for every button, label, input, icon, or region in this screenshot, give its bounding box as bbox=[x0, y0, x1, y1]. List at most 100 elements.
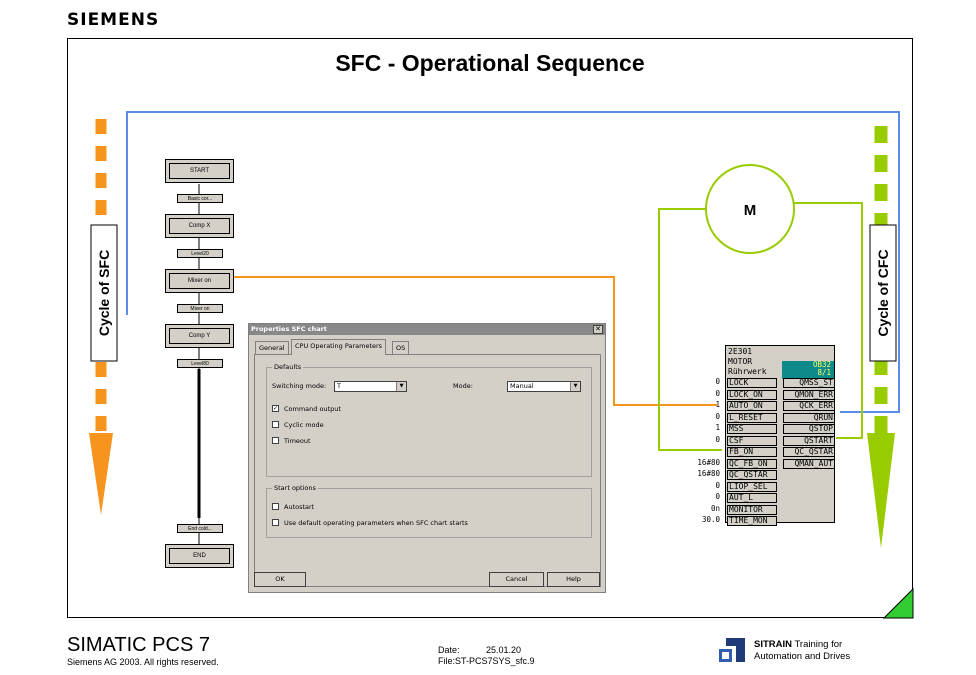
output-pin[interactable]: QMON_ERR bbox=[783, 389, 835, 400]
slide-frame bbox=[67, 38, 913, 618]
input-value: 1 bbox=[715, 423, 720, 432]
cfc-cycle-arrow-head bbox=[867, 433, 895, 548]
input-value: 0 bbox=[715, 480, 720, 490]
output-pin[interactable]: QMSS_ST bbox=[783, 378, 835, 388]
input-pin[interactable]: MONITOR bbox=[727, 504, 777, 515]
ob-run-sequence: OB32 8/1 bbox=[782, 361, 834, 379]
use-default-params-checkbox[interactable] bbox=[272, 519, 279, 526]
input-value: 0 bbox=[715, 492, 720, 501]
properties-dialog: Properties SFC chart ✕ General CPU Opera… bbox=[248, 323, 606, 593]
input-value: 0n bbox=[710, 503, 720, 513]
input-value: 0 bbox=[715, 388, 720, 398]
mode-label: Mode: bbox=[453, 382, 473, 390]
green-connection-motor-out bbox=[794, 202, 863, 439]
input-pin[interactable]: AUT_L bbox=[727, 493, 777, 503]
input-pin[interactable]: QC_FB_ON bbox=[727, 458, 777, 469]
start-options-group-label: Start options bbox=[272, 484, 318, 492]
blue-cycle-line bbox=[126, 111, 900, 413]
input-pin[interactable]: L_RESET bbox=[727, 412, 777, 423]
output-pin[interactable]: QSTART bbox=[783, 435, 835, 446]
switching-mode-value: T bbox=[337, 382, 341, 390]
input-value: 0 bbox=[715, 377, 720, 386]
output-pin[interactable]: QCK_ERR bbox=[783, 401, 835, 411]
command-output-label: Command output bbox=[284, 405, 341, 413]
timeout-label: Timeout bbox=[284, 437, 311, 445]
autostart-checkbox[interactable] bbox=[272, 503, 279, 510]
mode-select[interactable]: Manual▼ bbox=[507, 381, 581, 392]
sfc-step-start[interactable]: START bbox=[165, 159, 234, 183]
output-pin[interactable]: QMAN_AUT bbox=[783, 458, 835, 469]
input-pin[interactable]: TIME_MON bbox=[727, 516, 777, 526]
close-icon[interactable]: ✕ bbox=[593, 325, 603, 334]
input-pin[interactable]: AUTO_ON bbox=[727, 401, 777, 411]
sfc-transition-4[interactable]: Level80 bbox=[177, 359, 223, 368]
input-pin[interactable]: LIOP_SEL bbox=[727, 481, 777, 492]
sfc-transition-2[interactable]: Level20 bbox=[177, 249, 223, 258]
input-value: 0 bbox=[715, 411, 720, 421]
input-pin[interactable]: LOCK bbox=[727, 378, 777, 388]
copyright: Siemens AG 2003. All rights reserved. bbox=[67, 657, 219, 667]
ok-button[interactable]: OK bbox=[254, 572, 306, 587]
input-value: 16#80 bbox=[697, 469, 720, 478]
command-output-checkbox[interactable]: ✓ bbox=[272, 405, 279, 412]
tab-cpu-operating-parameters[interactable]: CPU Operating Parameters bbox=[291, 339, 387, 355]
slide-title: SFC - Operational Sequence bbox=[335, 50, 645, 76]
timeout-checkbox[interactable] bbox=[272, 437, 279, 444]
input-pin[interactable]: QC_QSTAR bbox=[727, 470, 777, 480]
sitrain-line2: Automation and Drives bbox=[754, 651, 851, 662]
switching-mode-select[interactable]: T▼ bbox=[334, 381, 407, 392]
sfc-step-comp-x[interactable]: Comp X bbox=[165, 214, 234, 238]
sfc-step-comp-y[interactable]: Comp Y bbox=[165, 324, 234, 348]
sfc-step-end[interactable]: END bbox=[165, 544, 234, 568]
cancel-button[interactable]: Cancel bbox=[489, 572, 544, 587]
cycle-sfc-box bbox=[90, 224, 118, 362]
sfc-transition-3[interactable]: Mixer on bbox=[177, 304, 223, 313]
defaults-group-label: Defaults bbox=[272, 363, 304, 371]
help-button[interactable]: Help bbox=[547, 572, 600, 587]
tab-os[interactable]: OS bbox=[392, 341, 410, 354]
block-id: 2E301 bbox=[728, 347, 753, 356]
sitrain-rest: Training for bbox=[792, 639, 843, 650]
cycle-cfc-label: Cycle of CFC bbox=[875, 249, 891, 336]
siemens-logo: SIEMENS bbox=[67, 10, 160, 30]
tab-panel: Defaults Switching mode: T▼ Mode: Manual… bbox=[254, 354, 601, 587]
input-pin[interactable]: FB_ON bbox=[727, 447, 777, 457]
sfc-transition-1[interactable]: Basic cor... bbox=[177, 194, 223, 203]
sfc-transition-5[interactable]: End cold... bbox=[177, 524, 223, 533]
input-pin[interactable]: LOCK_ON bbox=[727, 389, 777, 400]
dialog-titlebar: Properties SFC chart ✕ bbox=[249, 324, 605, 335]
output-pin[interactable]: QRUN bbox=[783, 412, 835, 423]
date-label: Date: bbox=[438, 645, 460, 655]
motor-label: M bbox=[744, 202, 757, 219]
output-pin[interactable]: QSTOP bbox=[783, 424, 835, 434]
input-pin[interactable]: MSS bbox=[727, 424, 777, 434]
date-value: 25.01.20 bbox=[486, 645, 522, 655]
sfc-cycle-arrow-head bbox=[89, 433, 113, 515]
motor-icon bbox=[705, 164, 795, 254]
cycle-cfc-box bbox=[869, 224, 897, 362]
green-connection-motor-in bbox=[658, 208, 722, 451]
input-value: 1 bbox=[715, 400, 720, 409]
use-default-params-label: Use default operating parameters when SF… bbox=[284, 519, 468, 527]
cyclic-mode-checkbox[interactable] bbox=[272, 421, 279, 428]
input-value: 16#80 bbox=[697, 457, 720, 467]
switching-mode-label: Switching mode: bbox=[272, 382, 327, 390]
chevron-down-icon: ▼ bbox=[396, 382, 406, 391]
cycle-sfc-label: Cycle of SFC bbox=[96, 250, 112, 336]
product-name: SIMATIC PCS 7 bbox=[67, 634, 210, 656]
footer-date: Date: 25.01.20 bbox=[438, 645, 521, 655]
sitrain-logo-icon bbox=[719, 638, 745, 662]
tab-general[interactable]: General bbox=[255, 341, 289, 354]
footer-file: File:ST-PCS7SYS_sfc.9 bbox=[438, 656, 535, 666]
defaults-group: Defaults Switching mode: T▼ Mode: Manual… bbox=[266, 363, 592, 477]
dialog-title: Properties SFC chart bbox=[251, 325, 327, 333]
output-pin[interactable]: QC_QSTAR bbox=[783, 447, 835, 457]
autostart-label: Autostart bbox=[284, 503, 315, 511]
input-pin[interactable]: CSF bbox=[727, 435, 777, 446]
ob-label: OB32 bbox=[812, 360, 831, 369]
ob-seq: 8/1 bbox=[817, 368, 831, 377]
sfc-step-mixer-on[interactable]: Mixer on bbox=[165, 269, 234, 293]
block-type: MOTOR bbox=[728, 357, 753, 366]
